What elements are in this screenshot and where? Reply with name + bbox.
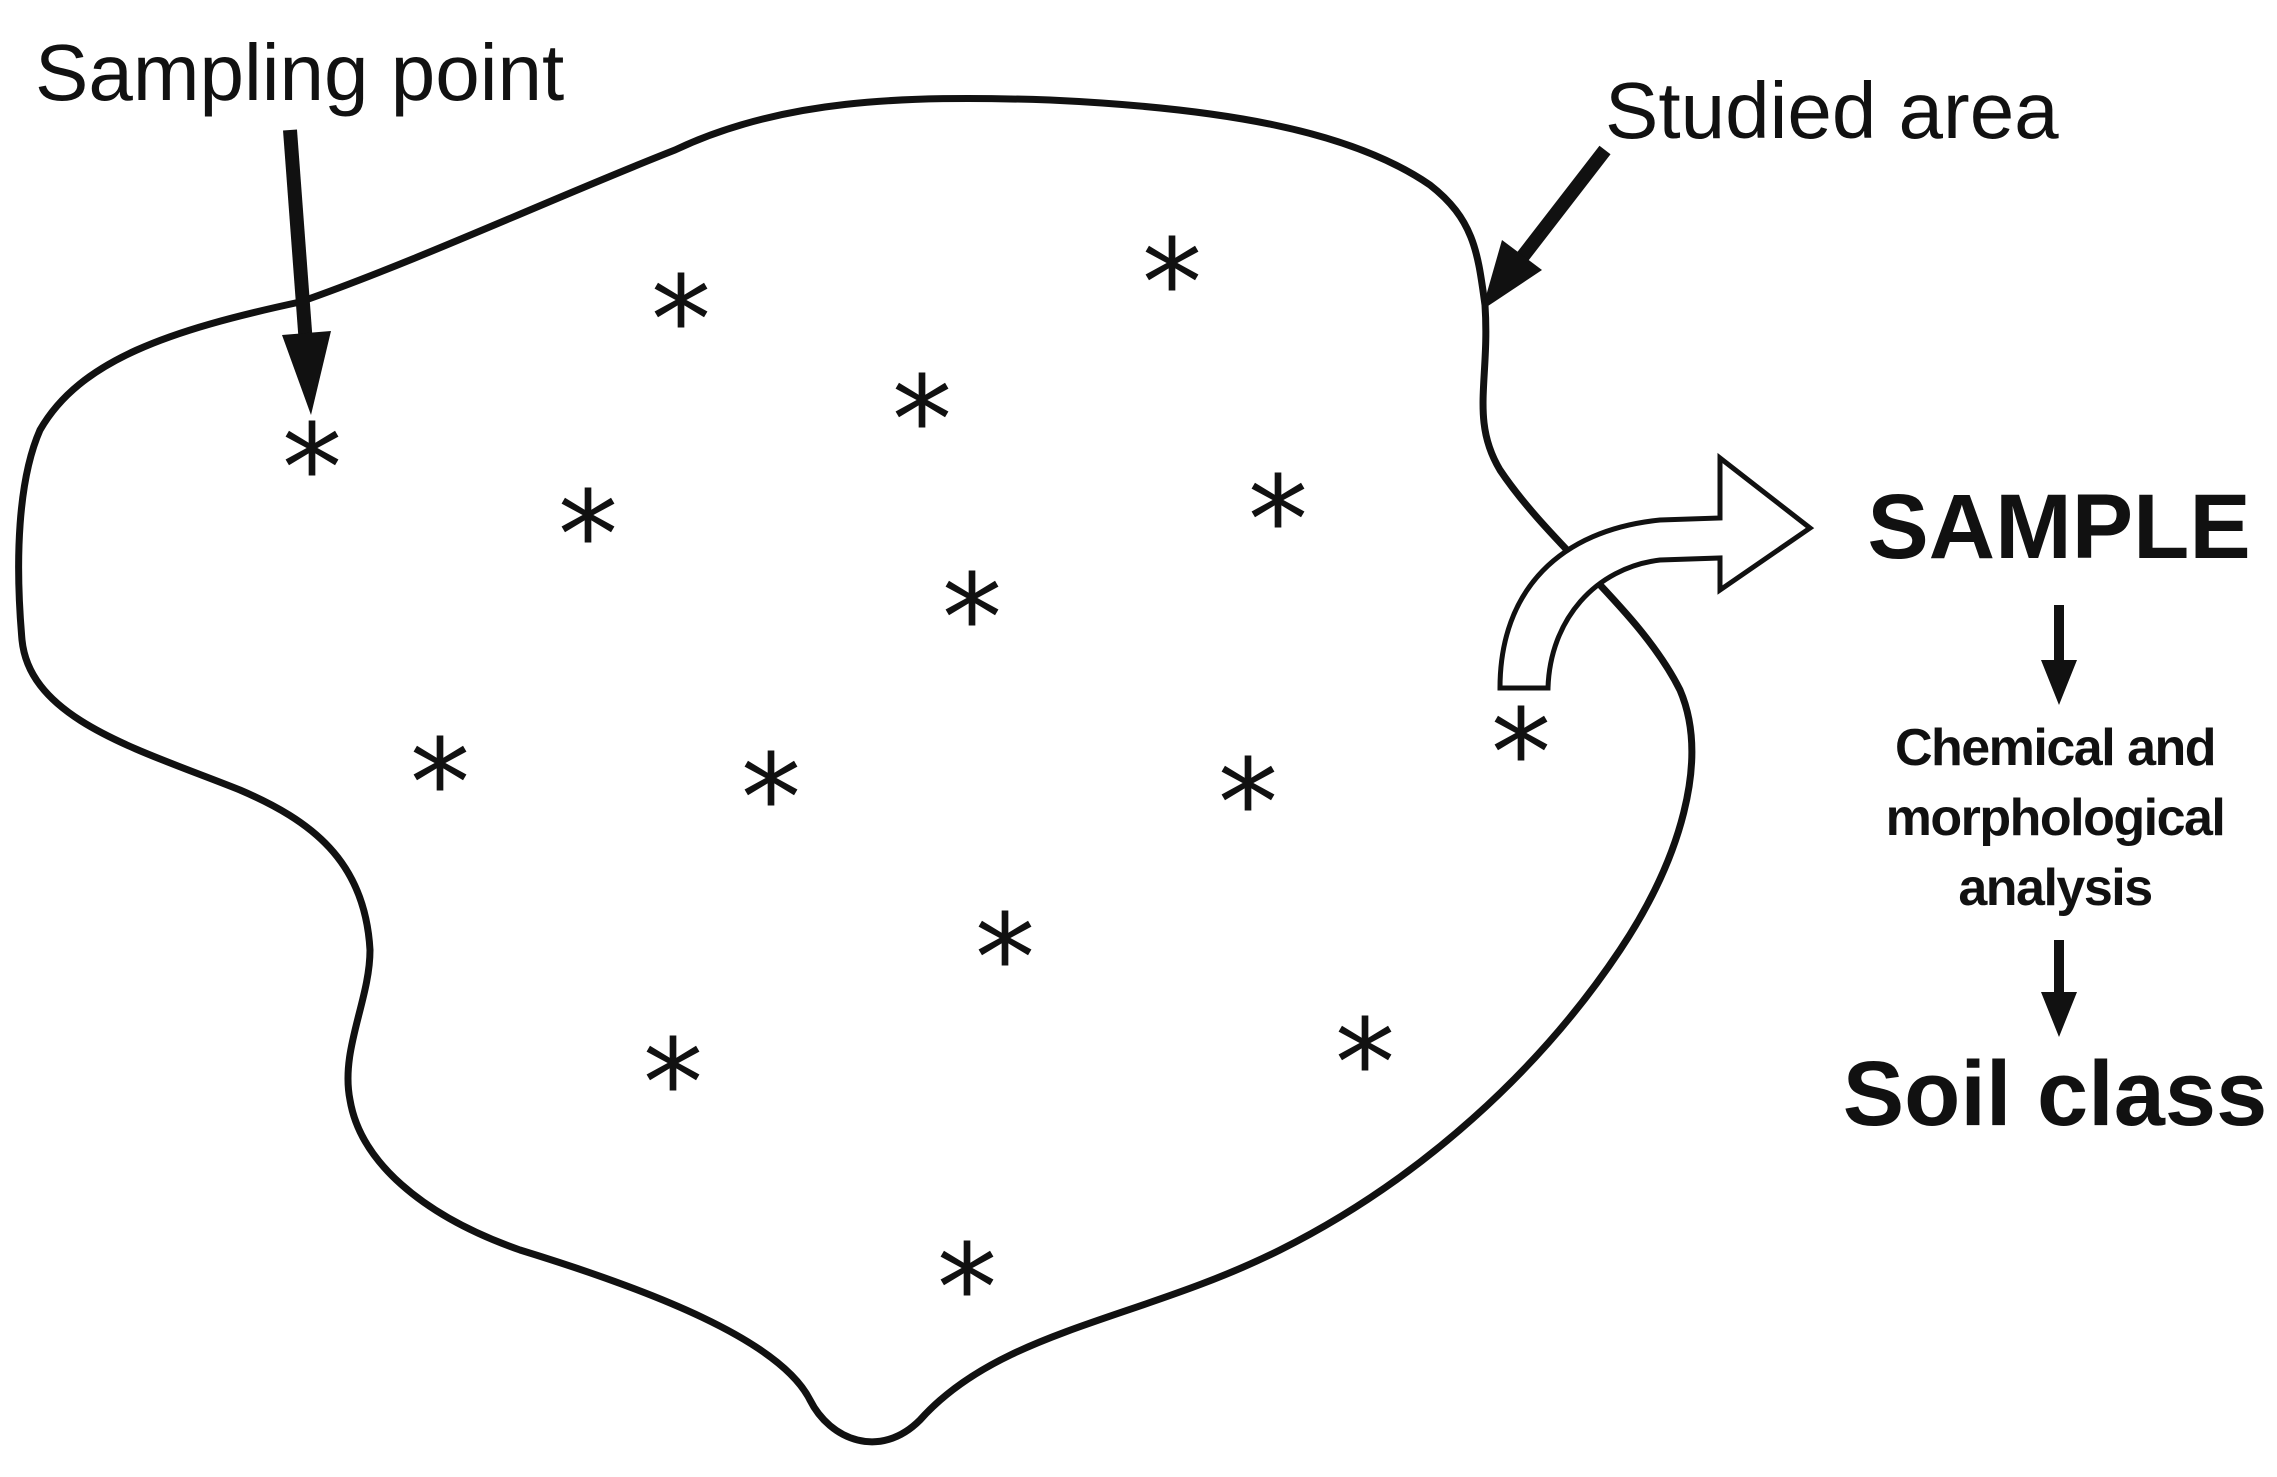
sampling-point-arrow: [282, 129, 331, 415]
sampling-point-marker: *: [975, 890, 1035, 1029]
down-arrow-1: [2041, 605, 2077, 705]
sampling-points: * * * * * * * * * * * * * * *: [282, 215, 1551, 1359]
studied-area-label: Studied area: [1605, 66, 2059, 155]
sampling-point-marker: *: [558, 467, 618, 606]
sampling-point-marker: *: [1218, 735, 1278, 874]
sampling-point-marker: *: [741, 730, 801, 869]
analysis-label-line-1: Chemical and: [1895, 719, 2215, 777]
sampling-point-marker: *: [1248, 452, 1308, 591]
sampling-point-marker: *: [892, 352, 952, 491]
sample-label: SAMPLE: [1867, 476, 2250, 578]
sampling-point-marker: *: [942, 550, 1002, 689]
sampling-point-marker: *: [651, 252, 711, 391]
sampling-point-marker: *: [937, 1220, 997, 1359]
sampling-point-label: Sampling point: [35, 28, 564, 117]
extraction-arrow: [1497, 452, 1815, 691]
analysis-label-line-3: analysis: [1958, 859, 2151, 917]
sampling-point-marker: *: [643, 1015, 703, 1154]
studied-area-arrow: [1482, 145, 1611, 310]
soil-class-label: Soil class: [1843, 1043, 2267, 1145]
studied-area-boundary: [15, 94, 1696, 1446]
analysis-label-line-2: morphological: [1886, 789, 2225, 847]
sampling-point-marker: *: [410, 715, 470, 854]
down-arrow-2: [2041, 940, 2077, 1037]
sampling-point-marker: *: [282, 400, 342, 539]
sampling-point-marker: *: [1491, 685, 1551, 824]
sampling-point-marker: *: [1335, 995, 1395, 1134]
sampling-point-marker: *: [1142, 215, 1202, 354]
